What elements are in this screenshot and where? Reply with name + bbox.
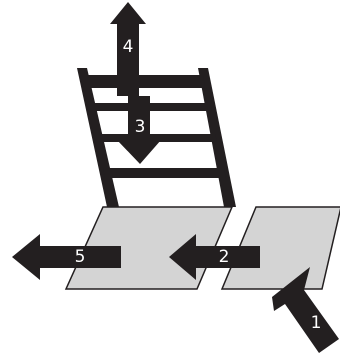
arrow-1-shape xyxy=(272,267,339,353)
lift-frame xyxy=(77,68,236,207)
arrow-2-label: 2 xyxy=(219,247,230,267)
frame-rung xyxy=(80,75,205,88)
arrow-2-shape xyxy=(169,234,260,280)
arrow-5-label: 5 xyxy=(75,247,86,267)
arrow-3: 3 xyxy=(117,96,161,164)
frame-right-rail xyxy=(198,68,236,207)
arrow-4-shape xyxy=(110,2,146,96)
arrow-3-label: 3 xyxy=(135,117,146,137)
frame-rung xyxy=(103,168,226,178)
arrow-4: 4 xyxy=(110,2,146,96)
arrow-3-shape xyxy=(117,96,161,164)
arrow-2: 2 xyxy=(169,234,260,280)
arrow-5-shape xyxy=(12,234,121,280)
arrow-1: 1 xyxy=(272,267,339,353)
arrow-5: 5 xyxy=(12,234,121,280)
arrow-4-label: 4 xyxy=(123,37,134,57)
arrow-1-label: 1 xyxy=(311,313,322,333)
